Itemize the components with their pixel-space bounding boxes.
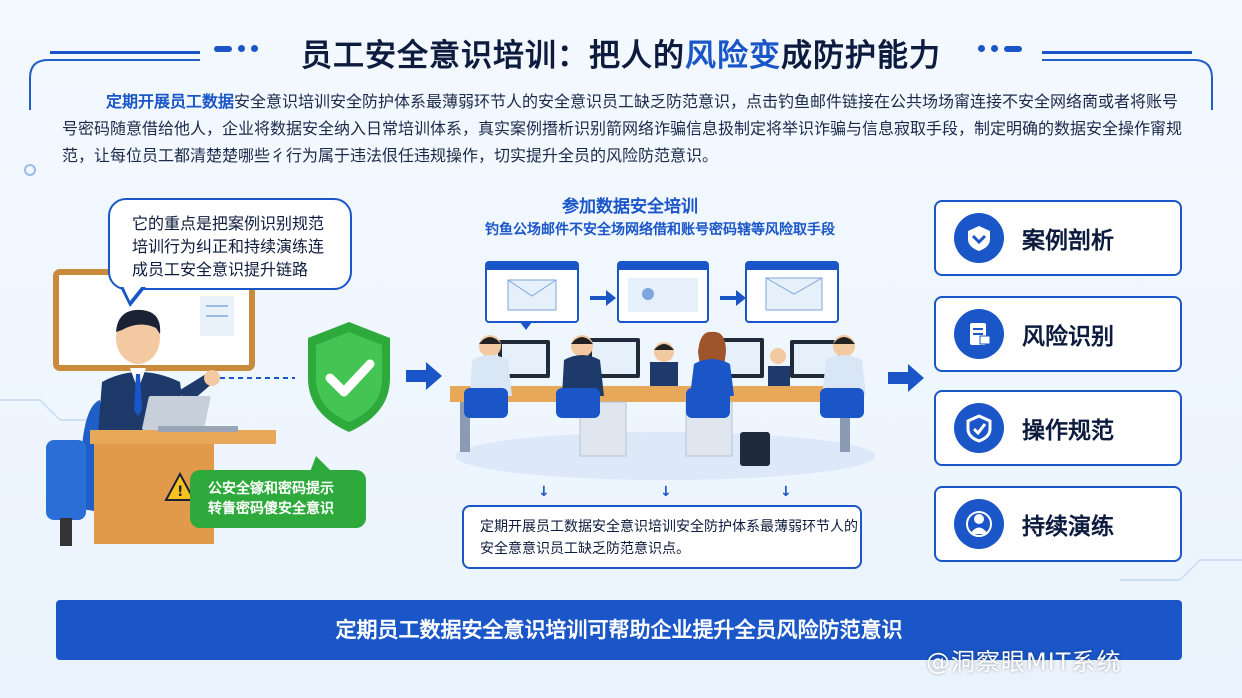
svg-text:!: !	[177, 484, 183, 500]
watermark: @洞察眼MIT系统	[926, 648, 1122, 676]
training-title: 参加数据安全培训	[562, 197, 698, 217]
training-room-illustration	[450, 261, 875, 480]
title-dots-right	[978, 45, 1022, 52]
speech-bubble: 它的重点是把案例识别规范培训行为纠正和持续演练连成员工安全意识提升链路	[108, 198, 352, 290]
step-operation-standard: 操作规范	[934, 390, 1182, 466]
step-label: 风险识别	[1022, 324, 1114, 350]
step-label: 持续演练	[1022, 514, 1114, 540]
continuous-drill-icon	[954, 499, 1004, 549]
arrow-right-icon	[406, 362, 442, 390]
risk-identify-icon	[954, 309, 1004, 359]
down-arrow-icon: ↓	[780, 484, 792, 500]
footer-banner: 定期员工数据安全意识培训可帮助企业提升全员风险防范意识	[56, 600, 1182, 660]
step-risk-identify: 风险识别	[934, 296, 1182, 372]
step-continuous-drill: 持续演练	[934, 486, 1182, 562]
case-analysis-icon	[954, 213, 1004, 263]
title-bar: 员工安全意识培训：把人的风险变成防护能力	[0, 26, 1242, 80]
title-line-right	[1042, 51, 1192, 54]
presenter-illustration: !	[46, 269, 295, 546]
arrow-right-icon	[888, 364, 924, 392]
intro-paragraph: 定期开展员工数据安全意识培训安全防护体系最薄弱环节人的安全意识员工缺乏防范意识，…	[62, 92, 1183, 165]
title-dots-left	[214, 45, 258, 52]
warning-line-2: 转眚密码傻安全意识	[208, 501, 334, 517]
down-arrow-icon: ↓	[538, 484, 550, 500]
training-subtitle: 钓鱼公场邮件不安全场网络借和账号密码辖等风险取手段	[485, 222, 835, 238]
step-label: 案例剖析	[1022, 228, 1114, 254]
page-title: 员工安全意识培训：把人的风险变成防护能力	[301, 38, 941, 74]
training-note: 定期开展员工数据安全意识培训安全防护体系最薄弱环节人的安全意意识员工缺乏防范意识…	[462, 505, 862, 569]
warning-bubble-tail	[310, 456, 332, 472]
shield-check-icon	[308, 322, 390, 432]
warning-line-1: 公安全镓和密码提示	[208, 481, 334, 497]
warning-bubble: 公安全镓和密码提示 转眚密码傻安全意识	[190, 470, 366, 528]
step-case-analysis: 案例剖析	[934, 200, 1182, 276]
title-line-left	[50, 51, 200, 54]
operation-standard-icon	[954, 403, 1004, 453]
step-label: 操作规范	[1022, 418, 1114, 444]
down-arrow-icon: ↓	[660, 484, 672, 500]
